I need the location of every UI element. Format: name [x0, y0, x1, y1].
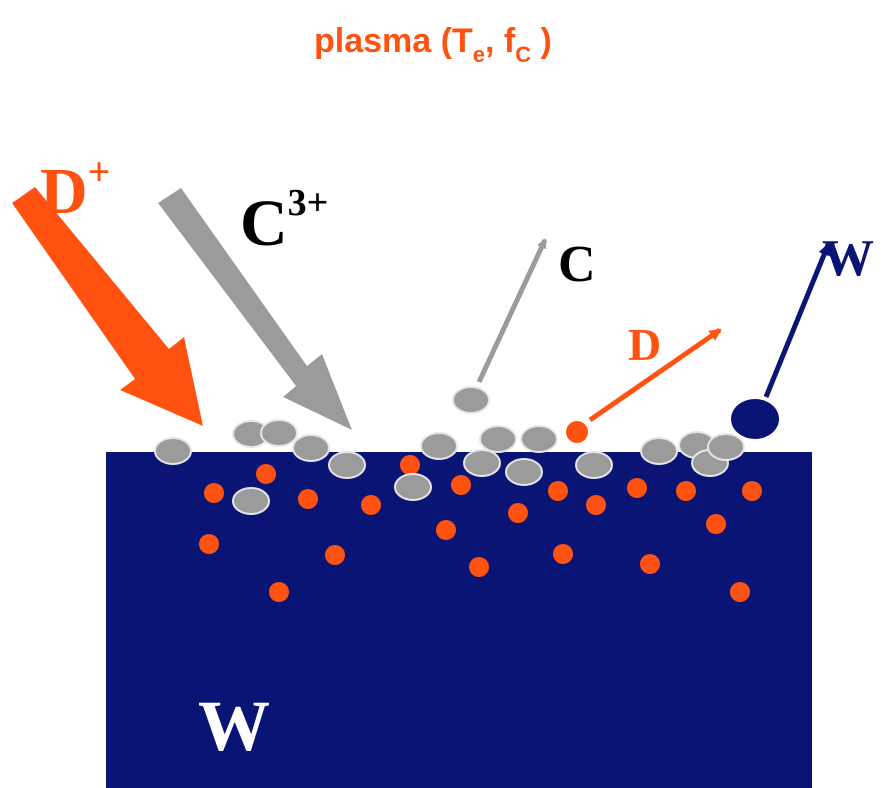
deuterium-atom [706, 514, 726, 534]
deuterium-atom [298, 489, 318, 509]
deuterium-atom [742, 481, 762, 501]
carbon-atom [420, 432, 458, 460]
deuterium-atom [469, 557, 489, 577]
deuterium-atom [553, 544, 573, 564]
reflected-deuterium-arrow [588, 327, 722, 423]
sputtered-tungsten-arrow [763, 243, 831, 398]
deuterium-atom [508, 503, 528, 523]
reflected-deuterium-atom [566, 421, 588, 443]
carbon-atom [394, 473, 432, 501]
carbon-atom [505, 458, 543, 486]
deuterium-atom [204, 483, 224, 503]
deuterium-ion-label: D+ [40, 149, 110, 228]
deuterium-atom [640, 554, 660, 574]
carbon-ion-label: C3+ [240, 182, 328, 260]
carbon-atom [292, 434, 330, 462]
deuterium-atom [199, 534, 219, 554]
carbon-ion-arrow [158, 188, 352, 430]
carbon-atom [640, 437, 678, 465]
deuterium-atom [269, 582, 289, 602]
carbon-atom [463, 449, 501, 477]
deuterium-atom [436, 520, 456, 540]
carbon-atom [707, 433, 745, 461]
bulk-label: W [198, 686, 270, 766]
reflected-deuterium-label: D [628, 319, 661, 370]
sputtered-carbon-atom [452, 386, 490, 414]
tungsten-bulk [106, 452, 812, 788]
deuterium-atom [451, 475, 471, 495]
sputtered-tungsten-atom [731, 399, 779, 439]
deuterium-atom [361, 495, 381, 515]
carbon-atom [154, 437, 192, 465]
deposited-carbon-atoms [154, 419, 745, 515]
carbon-atom [260, 419, 298, 447]
deuterium-atom [676, 481, 696, 501]
carbon-atom [328, 451, 366, 479]
carbon-atom [575, 451, 613, 479]
deuterium-atom [730, 582, 750, 602]
carbon-atom [479, 425, 517, 453]
deuterium-atom [400, 455, 420, 475]
deuterium-atom [548, 481, 568, 501]
deuterium-atom [256, 464, 276, 484]
sputtered-tungsten-label: W [822, 230, 874, 287]
plasma-title: plasma (Te, fC ) [314, 22, 552, 67]
deuterium-ion-arrow [12, 187, 203, 426]
carbon-atom [520, 425, 558, 453]
deuterium-atom [627, 478, 647, 498]
sputtered-carbon-label: C [558, 236, 596, 293]
deuterium-atom [586, 495, 606, 515]
deuterium-atom [325, 545, 345, 565]
implanted-deuterium-atoms [199, 455, 762, 602]
sputtered-carbon-arrow [476, 238, 548, 384]
carbon-atom [232, 487, 270, 515]
